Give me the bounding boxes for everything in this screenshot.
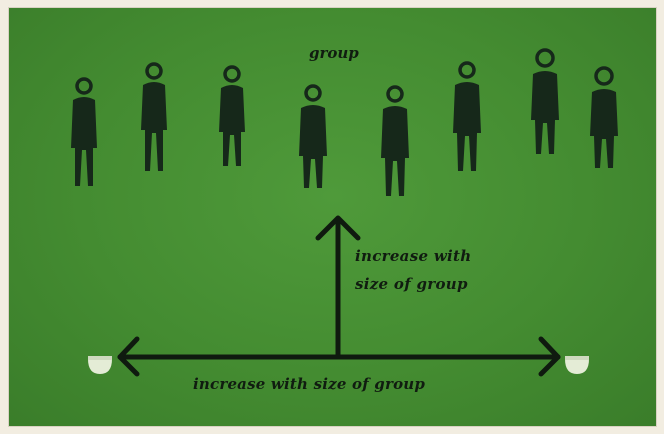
person-icon <box>219 67 245 166</box>
diagram-title: group <box>309 44 359 62</box>
person-icon <box>531 50 559 154</box>
cup-icon <box>88 356 112 374</box>
people-row <box>71 50 618 196</box>
vertical-axis-label-line1: increase with <box>355 247 471 265</box>
vertical-arrow <box>318 218 358 356</box>
person-icon <box>299 86 327 188</box>
horizontal-axis-label: increase with size of group <box>193 375 425 393</box>
diagram-art <box>9 8 657 426</box>
vertical-axis-label-line2: size of group <box>355 275 468 293</box>
diagram-board: group increase with size of group increa… <box>9 8 657 426</box>
person-icon <box>590 68 618 168</box>
person-icon <box>141 64 167 171</box>
person-icon <box>453 63 481 171</box>
person-icon <box>71 79 97 186</box>
person-icon <box>381 87 409 196</box>
cup-icon <box>565 356 589 374</box>
